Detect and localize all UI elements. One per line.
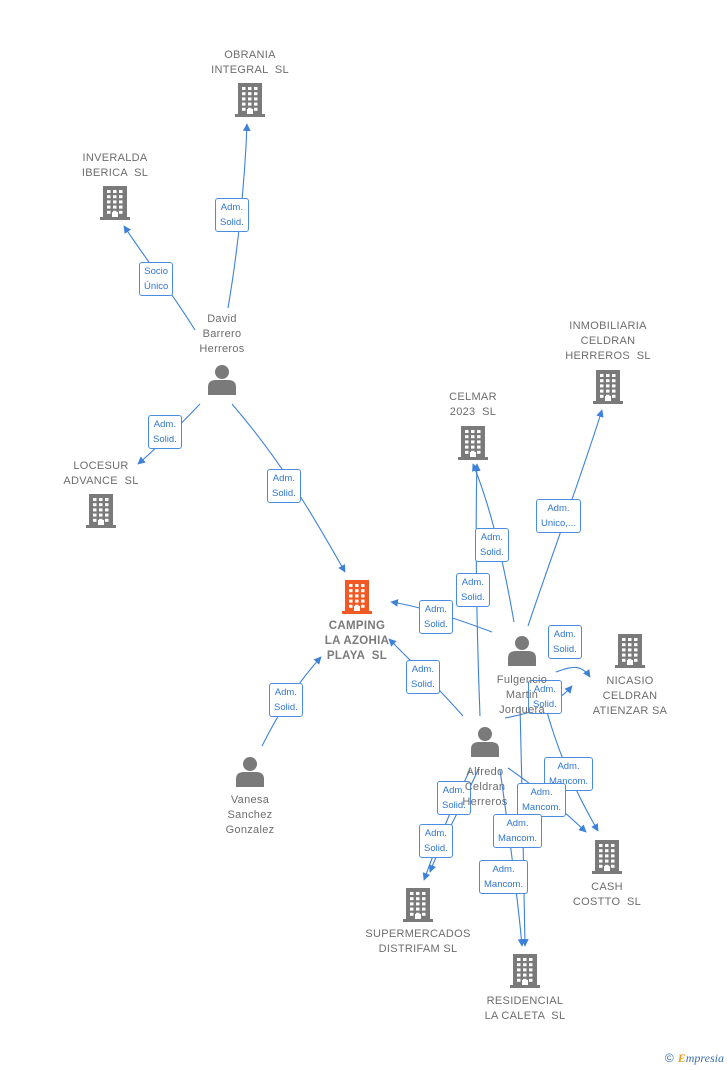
copyright-icon: ©: [664, 1051, 674, 1065]
edge-alfredo-to-supermercados: [428, 769, 479, 873]
edge-label-alfredo-to-celmar[interactable]: Adm. Solid.: [456, 573, 490, 607]
brand-logo-initial: E: [677, 1051, 686, 1065]
brand-logo-text: mpresia: [685, 1051, 724, 1065]
edge-label-alfredo-to-residencial[interactable]: Adm. Mancom.: [493, 814, 543, 848]
node-label-inmobiliaria[interactable]: INMOBILIARIA CELDRAN HERREROS SL: [565, 320, 651, 362]
cash-building-icon[interactable]: [592, 840, 622, 874]
edge-label-alfredo-to-camping[interactable]: Adm. Solid.: [406, 660, 440, 694]
edge-label-david-to-locesur[interactable]: Adm. Solid.: [148, 415, 182, 449]
edge-label-alfredo-to-nicasio[interactable]: Adm. Solid.: [528, 680, 562, 714]
node-label-residencial[interactable]: RESIDENCIAL LA CALETA SL: [484, 995, 566, 1022]
edge-label-david-to-obrania[interactable]: Adm. Solid.: [215, 198, 249, 232]
node-label-vanesa[interactable]: Vanesa Sanchez Gonzalez: [225, 794, 275, 836]
edge-label-fulgencio-to-nicasio[interactable]: Adm. Solid.: [548, 625, 582, 659]
nicasio-building-icon[interactable]: [615, 634, 645, 668]
locesur-building-icon[interactable]: [86, 494, 116, 528]
david-person-icon[interactable]: [208, 365, 236, 395]
alfredo-person-icon[interactable]: [471, 727, 499, 757]
fulgencio-person-icon[interactable]: [508, 636, 536, 666]
edge-label-fulgencio-to-residencial[interactable]: Adm. Mancom.: [479, 860, 529, 894]
brand-footer[interactable]: ©Empresia: [665, 1051, 724, 1066]
node-label-supermercados[interactable]: SUPERMERCADOS DISTRIFAM SL: [365, 928, 471, 955]
node-label-alfredo[interactable]: Alfredo Celdran Herreros: [462, 766, 508, 808]
edge-fulgencio-to-nicasio: [555, 666, 591, 678]
node-label-camping[interactable]: CAMPING LA AZOHIA PLAYA SL: [324, 620, 390, 662]
node-label-fulgencio[interactable]: Fulgencio Martin Jorquera: [496, 674, 548, 716]
edge-label-david-to-camping[interactable]: Adm. Solid.: [267, 469, 301, 503]
edge-label-fulgencio-to-inmobiliaria[interactable]: Adm. Unico,...: [536, 499, 581, 533]
edge-label-david-to-inveralda[interactable]: Socio Único: [139, 262, 174, 296]
node-label-nicasio[interactable]: NICASIO CELDRAN ATIENZAR SA: [592, 675, 668, 717]
inmobiliaria-building-icon[interactable]: [593, 370, 623, 404]
obrania-building-icon[interactable]: [235, 83, 265, 117]
supermercados-building-icon[interactable]: [403, 888, 433, 922]
node-label-locesur[interactable]: LOCESUR ADVANCE SL: [63, 460, 139, 487]
vanesa-person-icon[interactable]: [236, 757, 264, 787]
inveralda-building-icon[interactable]: [100, 186, 130, 220]
node-label-celmar[interactable]: CELMAR 2023 SL: [449, 391, 497, 418]
edge-label-alfredo-to-supermercados[interactable]: Adm. Solid.: [437, 781, 471, 815]
edge-label-fulgencio-to-celmar[interactable]: Adm. Solid.: [475, 528, 509, 562]
edge-label-alfredo-to-supermercados[interactable]: Adm. Solid.: [419, 824, 453, 858]
node-label-cash[interactable]: CASH COSTTO SL: [572, 881, 642, 908]
camping-building-icon[interactable]: [342, 580, 372, 614]
node-label-obrania[interactable]: OBRANIA INTEGRAL SL: [211, 49, 289, 76]
node-label-david[interactable]: David Barrero Herreros: [199, 313, 245, 355]
celmar-building-icon[interactable]: [458, 426, 488, 460]
edge-label-vanesa-to-camping[interactable]: Adm. Solid.: [269, 683, 303, 717]
edge-label-fulgencio-to-camping[interactable]: Adm. Solid.: [419, 600, 453, 634]
node-label-inveralda[interactable]: INVERALDA IBERICA SL: [81, 152, 149, 179]
residencial-building-icon[interactable]: [510, 954, 540, 988]
edge-label-alfredo-to-cash[interactable]: Adm. Mancom.: [517, 783, 567, 817]
